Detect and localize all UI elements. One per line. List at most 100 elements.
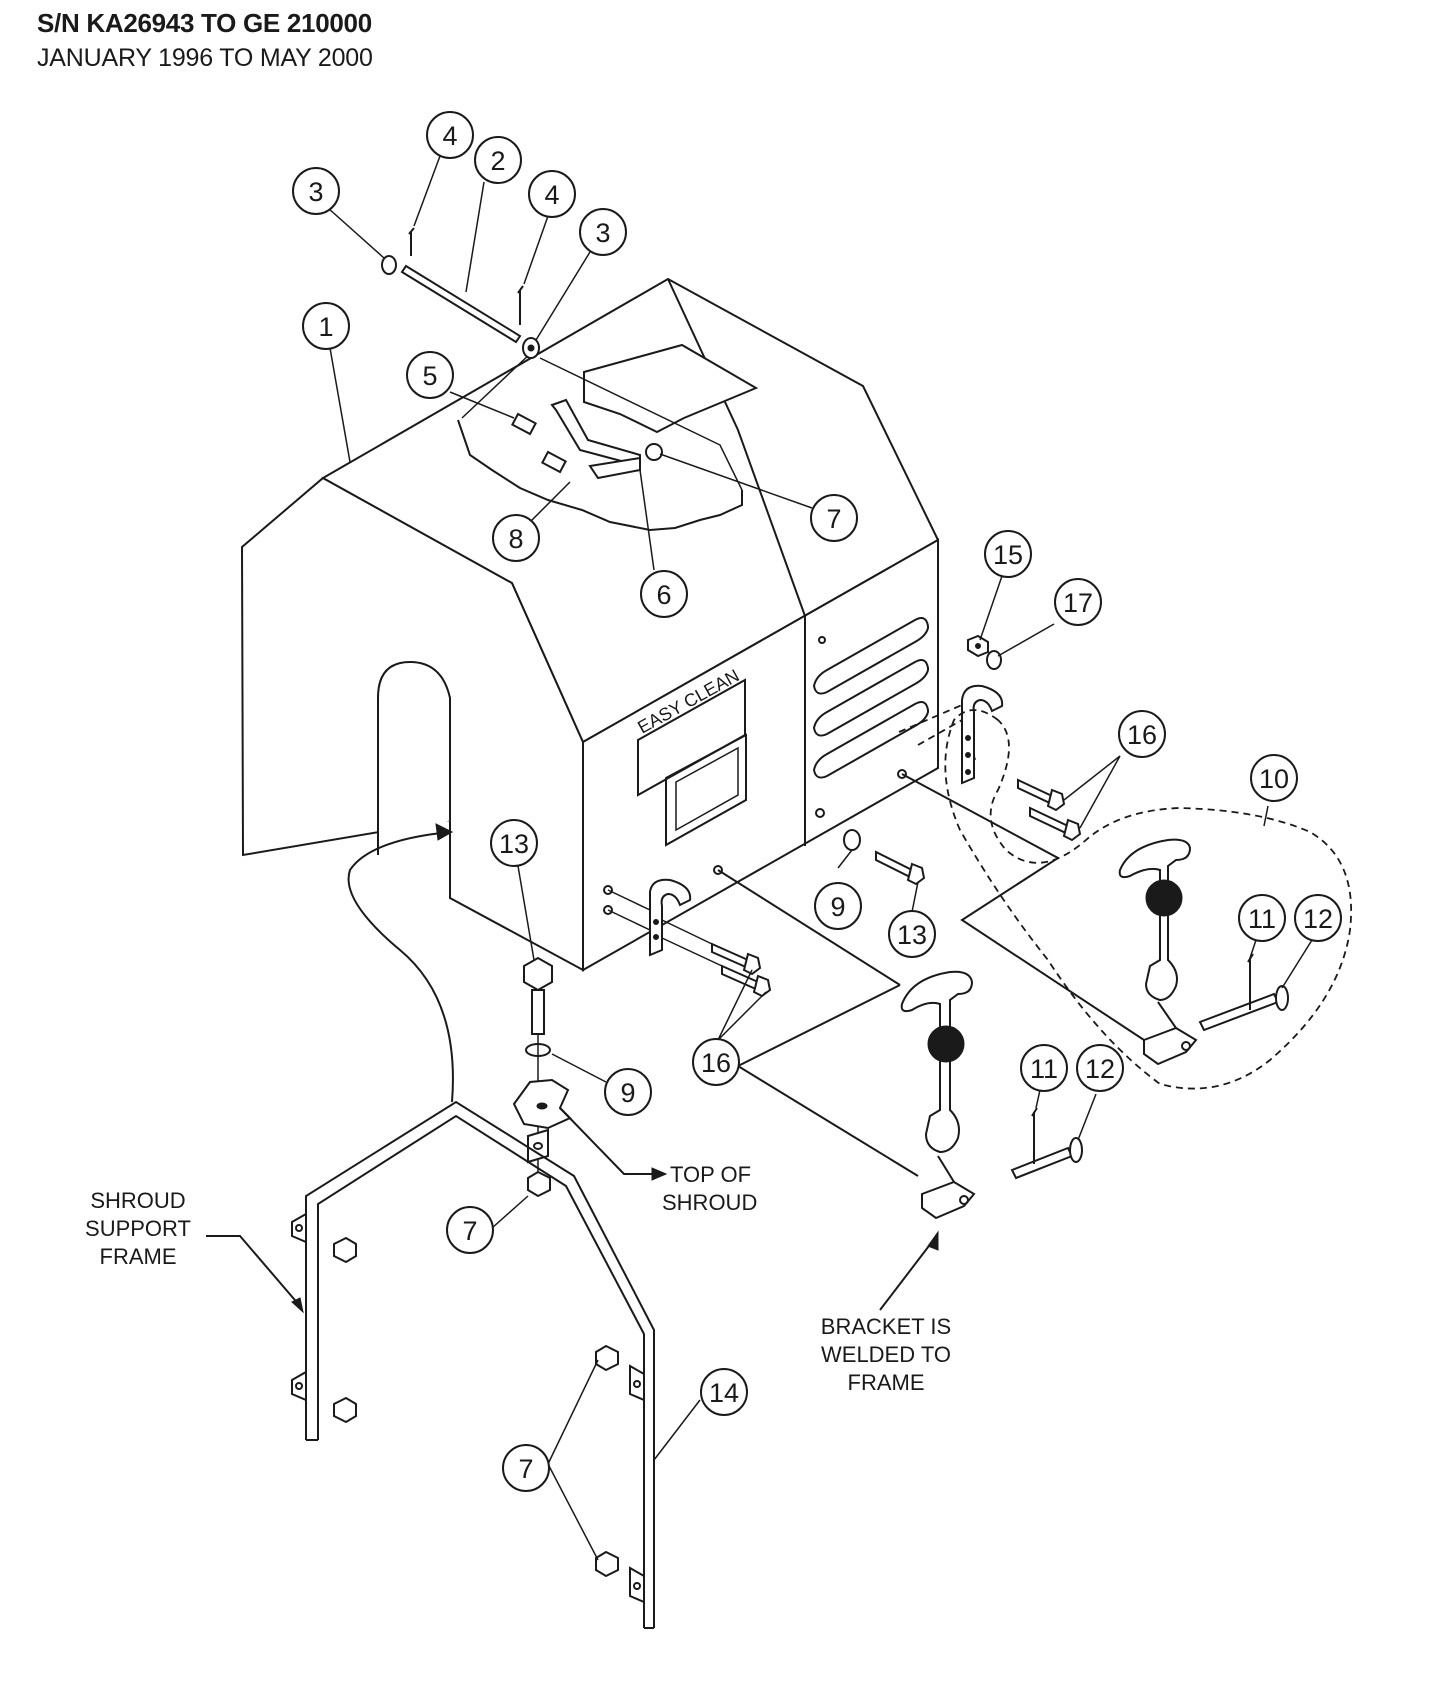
mount-hole xyxy=(603,885,613,895)
frame-tab xyxy=(527,1128,549,1164)
latch-assembly-lower xyxy=(607,878,772,998)
callout-label: 2 xyxy=(490,146,505,176)
handle-grip-knob xyxy=(927,1025,965,1063)
mount-hole xyxy=(818,636,826,644)
clevis-leg xyxy=(937,1155,955,1183)
pivot-rod-assembly xyxy=(381,227,540,359)
vent-slot-2 xyxy=(812,659,929,737)
callout-bubble-7-mid: 7 xyxy=(446,1206,494,1254)
callout-bubble-9-center: 9 xyxy=(604,1068,652,1116)
support-frame-leader xyxy=(206,1235,301,1307)
release-handle-lower xyxy=(900,970,974,1154)
callout-circle xyxy=(474,136,522,184)
washer-right-hole xyxy=(527,344,535,352)
assembly-arrow-curve xyxy=(347,831,454,1103)
note-line: WELDED TO xyxy=(821,1342,951,1367)
clevis-pin-upper xyxy=(1198,992,1280,1032)
serial-number-range: S/N KA26943 TO GE 210000 xyxy=(37,8,372,38)
leader-14 xyxy=(653,1399,701,1461)
callout-label: 7 xyxy=(518,1454,533,1484)
callout-circle xyxy=(579,208,627,256)
callout-circle xyxy=(406,351,454,399)
bracket-leader-mid xyxy=(717,869,901,986)
latch-receiver-hole xyxy=(653,919,659,925)
hex-nut xyxy=(595,1344,619,1372)
callout-circle xyxy=(1020,1044,1068,1092)
top-of-shroud-leader xyxy=(559,1107,660,1175)
callout-bubble-16-upper: 16 xyxy=(1118,710,1166,758)
note-line: SUPPORT xyxy=(85,1216,191,1241)
note-top-of-shroud: TOP OF SHROUD xyxy=(662,1162,757,1215)
callout-label: 8 xyxy=(508,524,523,554)
callout-circle xyxy=(1238,894,1286,942)
hex-bolt-head xyxy=(1046,788,1066,812)
hex-bolt-head xyxy=(906,862,926,886)
mount-hole xyxy=(713,865,723,875)
roof-cutaway xyxy=(457,419,743,532)
callout-leaders xyxy=(327,155,1313,1561)
callout-circle xyxy=(1294,894,1342,942)
center-fastener-stack xyxy=(512,956,572,1198)
callout-circle xyxy=(1076,1044,1124,1092)
callout-circle xyxy=(888,910,936,958)
callout-label: 11 xyxy=(1248,904,1276,934)
hex-bolt-head xyxy=(1062,818,1082,842)
leader-4a xyxy=(413,155,441,227)
shroud-ridge xyxy=(667,278,806,617)
note-line: BRACKET IS xyxy=(821,1314,951,1339)
callout-circle xyxy=(604,1068,652,1116)
callout-bubble-16-lower: 16 xyxy=(692,1038,740,1086)
frame-tab-hole xyxy=(533,1142,543,1150)
shroud-front-face xyxy=(582,538,939,972)
cotter-pin-left xyxy=(408,227,415,256)
leader-16a xyxy=(717,969,767,1041)
bracket-hole xyxy=(536,1102,548,1110)
frame-tab-right-lower xyxy=(629,1566,645,1604)
shroud-support-frame xyxy=(291,823,655,1629)
frame-tab-left-upper xyxy=(291,1212,307,1244)
pivot-nut xyxy=(645,443,663,461)
callout-label: 9 xyxy=(830,892,845,922)
mounting-clevis-upper xyxy=(1143,1026,1198,1066)
leader-7b xyxy=(491,1195,529,1229)
callout-bubble-3-left: 3 xyxy=(292,167,340,215)
callout-bubble-11-lower: 11 xyxy=(1020,1044,1068,1092)
callout-bubble-1: 1 xyxy=(302,302,350,350)
clevis-leg xyxy=(1157,1001,1177,1029)
callout-bubble-6: 6 xyxy=(640,570,688,618)
callout-label: 4 xyxy=(442,121,457,151)
leader-5 xyxy=(449,391,515,419)
note-line: SHROUD xyxy=(90,1188,185,1213)
mount-hole xyxy=(897,769,907,779)
callout-bubble-2: 2 xyxy=(474,136,522,184)
leader-11a xyxy=(1249,939,1257,959)
leader-15 xyxy=(979,575,1003,641)
frame-tab-hole xyxy=(633,1582,641,1590)
callout-bubble-17: 17 xyxy=(1054,578,1102,626)
hex-bolt-vertical-shank xyxy=(531,989,545,1035)
hex-nut xyxy=(333,1396,357,1424)
note-shroud-support-frame: SHROUD SUPPORT FRAME xyxy=(85,1188,191,1269)
callout-label: 11 xyxy=(1030,1054,1058,1084)
callout-circle xyxy=(1118,710,1166,758)
hex-bolt-vertical-head xyxy=(523,956,553,992)
callout-bubble-13-front: 13 xyxy=(888,910,936,958)
callout-bubble-12-upper: 12 xyxy=(1294,894,1342,942)
release-handle-upper xyxy=(1118,838,1192,1002)
frame-tab-hole xyxy=(633,1380,641,1388)
hex-nut-vertical xyxy=(527,1170,551,1198)
latch-receiver-lower xyxy=(649,878,692,957)
latch-assembly-upper xyxy=(898,634,1352,1090)
date-range: JANUARY 1996 TO MAY 2000 xyxy=(37,44,373,72)
note-line: SHROUD xyxy=(662,1190,757,1215)
latch-receiver-hole xyxy=(965,752,971,758)
callout-label: 13 xyxy=(897,920,927,950)
callout-label: 17 xyxy=(1063,588,1093,618)
callout-bubble-4-left: 4 xyxy=(426,111,474,159)
leader-10 xyxy=(1263,805,1269,827)
clevis-pin-head xyxy=(1275,985,1289,1011)
callout-circle xyxy=(692,1038,740,1086)
callout-label: 7 xyxy=(462,1216,477,1246)
rod-leader-line-2 xyxy=(539,357,743,491)
leader-7c xyxy=(547,1359,599,1561)
